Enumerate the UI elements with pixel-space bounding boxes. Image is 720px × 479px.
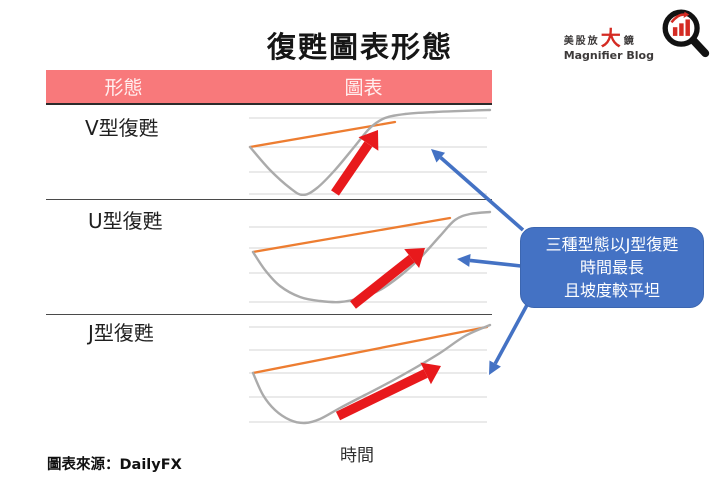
row-label-j-recovery: J型復甦 [88, 321, 154, 345]
callout-line: 三種型態以J型復甦 [545, 234, 679, 254]
header-underline [46, 103, 492, 105]
column-header-pattern: 形態 [104, 77, 143, 99]
row-label-v-recovery: V型復甦 [85, 116, 159, 140]
brand-logo: 美股放 大 鏡 Magnifier Blog [564, 4, 714, 62]
u-recovery-chart [249, 210, 492, 309]
v-recovery-chart [248, 108, 492, 196]
callout-line: 且坡度較平坦 [563, 281, 660, 301]
brand-name-cn: 美股放 大 鏡 [563, 25, 654, 50]
annotation-callout: 三種型態以J型復甦 時間最長 且坡度較平坦 [520, 227, 704, 308]
column-header-chart: 圖表 [344, 77, 383, 99]
x-axis-label: 時間 [340, 446, 374, 466]
brand-name-prefix: 美股放 [563, 35, 600, 47]
callout-line: 時間最長 [579, 257, 644, 277]
brand-text: 美股放 大 鏡 Magnifier Blog [563, 25, 654, 62]
j-recovery-chart [249, 323, 492, 425]
brand-name-suffix: 鏡 [623, 35, 636, 47]
row-label-u-recovery: U型復甦 [88, 209, 163, 233]
brand-subtitle: Magnifier Blog [563, 48, 654, 62]
bar-chart-icon [672, 27, 678, 36]
source-note: 圖表來源：DailyFX [47, 457, 182, 473]
row-divider [46, 314, 492, 315]
page-title: 復甦圖表形態 [266, 30, 453, 64]
brand-name-emphasis: 大 [600, 25, 623, 50]
row-divider [46, 199, 492, 200]
table-header-row: 形態 圖表 [46, 70, 492, 103]
magnifier-icon [662, 9, 710, 58]
